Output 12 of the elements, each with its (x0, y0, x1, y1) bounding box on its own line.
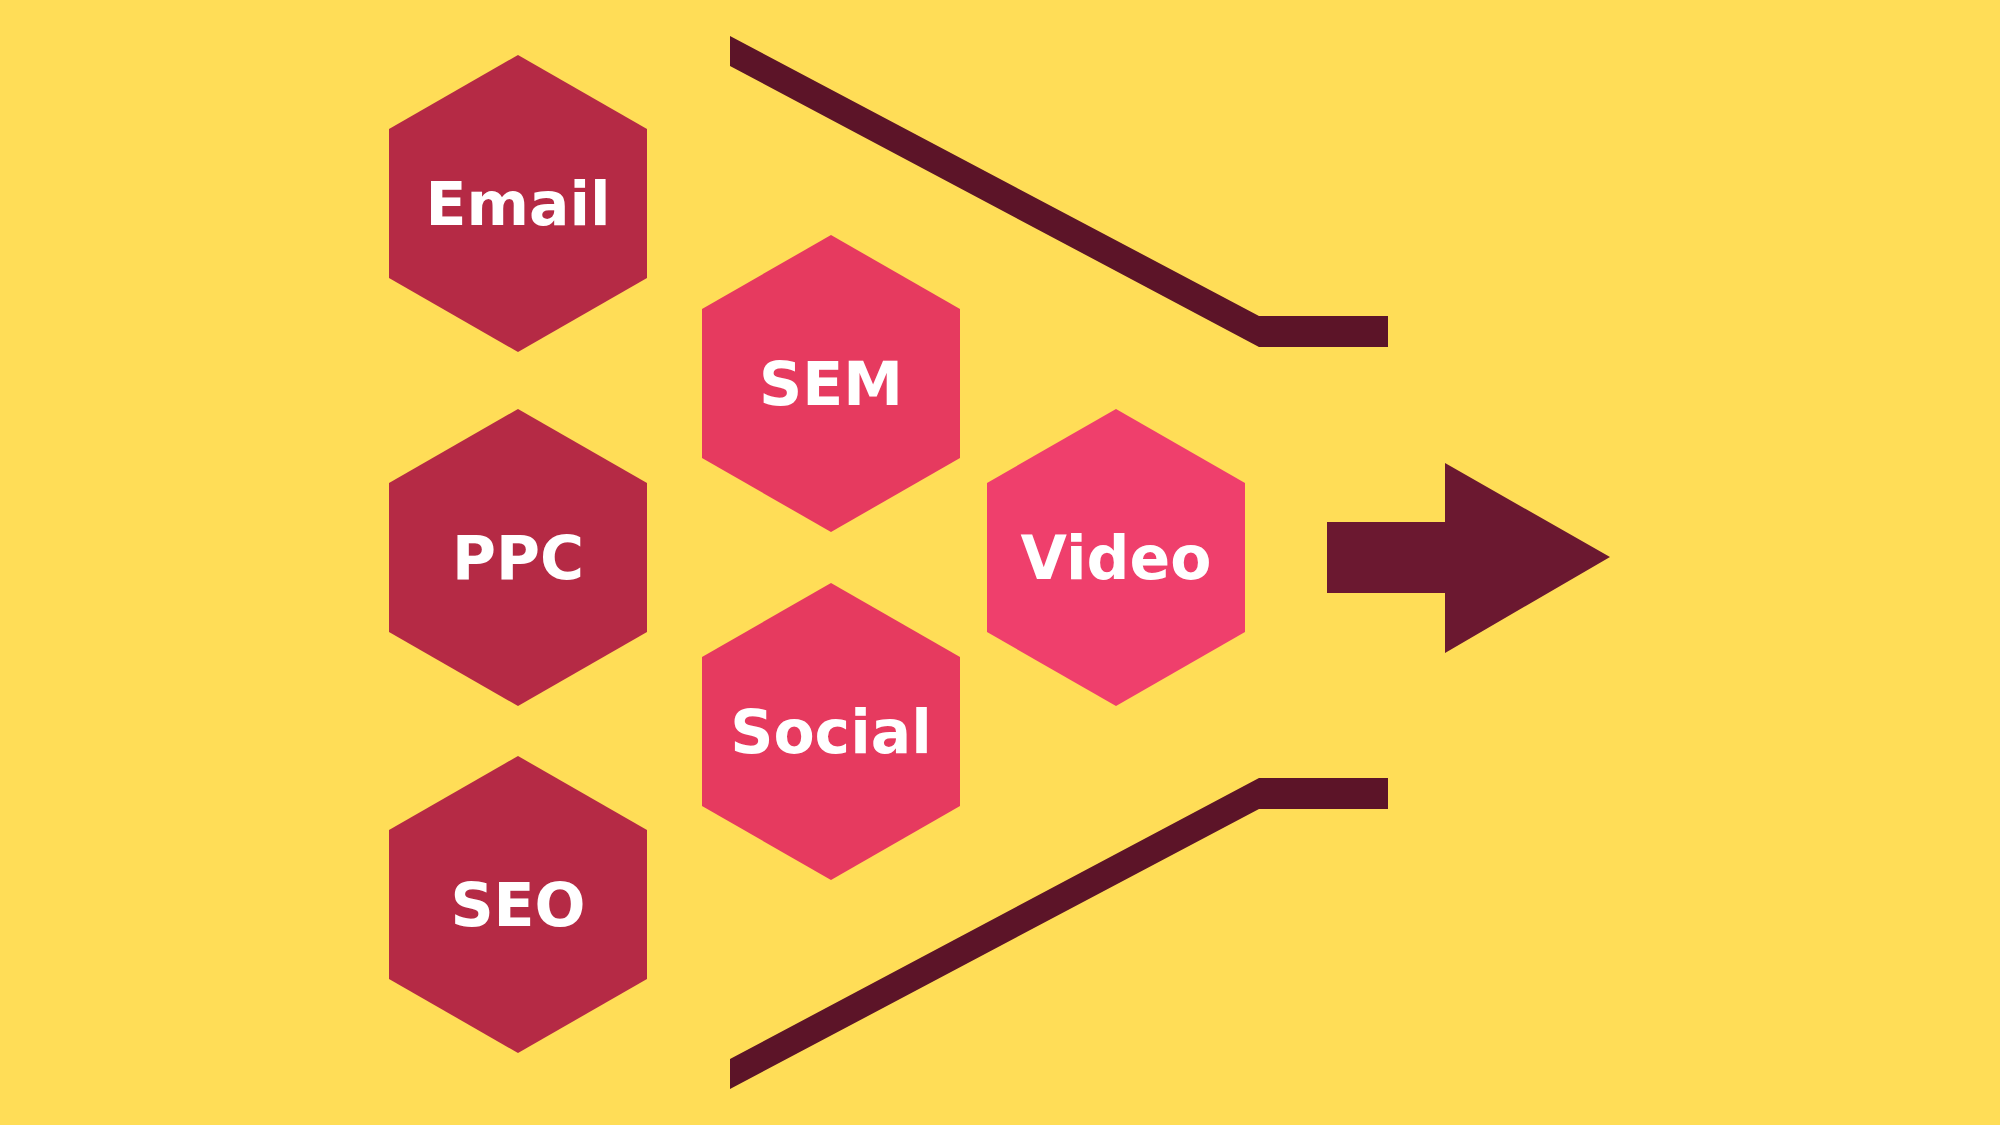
channel-label: Email (425, 173, 611, 234)
channel-label: SEO (450, 874, 586, 935)
channel-hexagon (389, 409, 647, 706)
channel-hexagon (702, 235, 960, 532)
channel-label: SEM (759, 353, 903, 414)
channel-label: Video (1020, 527, 1212, 588)
channel-label: Social (730, 701, 932, 762)
channel-hexagon (389, 756, 647, 1053)
channel-hexagon (702, 583, 960, 880)
channel-label: PPC (452, 527, 584, 588)
channel-hexagon (389, 55, 647, 352)
channel-hexagon (987, 409, 1245, 706)
